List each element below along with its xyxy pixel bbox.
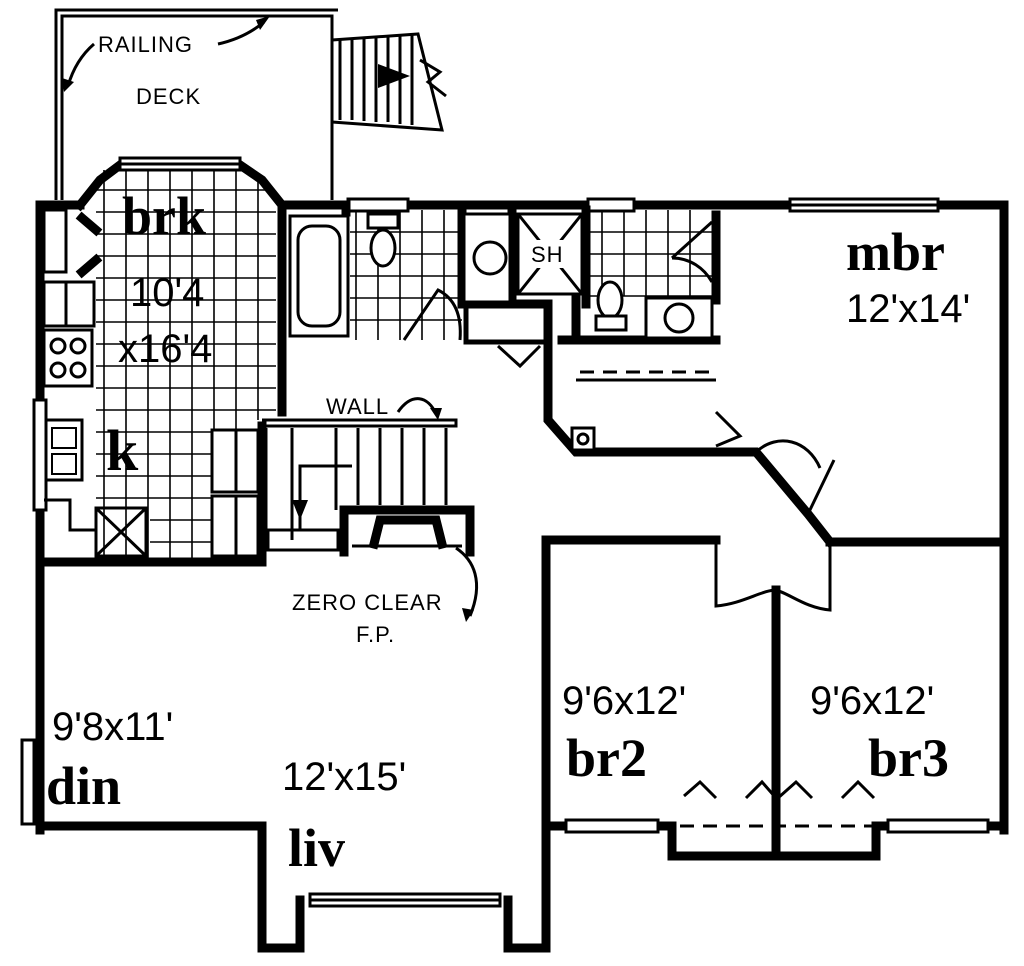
room-name-din: din — [46, 756, 121, 816]
hall-details — [463, 303, 876, 828]
shower-label: SH — [531, 242, 564, 267]
room-dim-din: 9'8x11' — [52, 705, 173, 749]
deck: RAILING DECK — [54, 8, 447, 200]
room-name-k: k — [106, 418, 139, 483]
room-dim-br2: 9'6x12' — [562, 679, 686, 723]
interior-stairs: WALL — [264, 394, 448, 552]
room-name-liv: liv — [288, 818, 345, 878]
cooktop-icon — [42, 328, 94, 388]
room-dim-mbr: 12'x14' — [846, 287, 970, 331]
railing-label: RAILING — [98, 32, 193, 57]
room-dim-liv: 12'x15' — [282, 755, 406, 799]
interior-walls — [35, 200, 1009, 861]
fp-label: F.P. — [356, 622, 395, 647]
room-dim-brk-2: x16'4 — [118, 327, 212, 371]
master-toilet-icon — [594, 280, 628, 332]
bathtub-icon — [288, 214, 350, 338]
room-name-br3: br3 — [868, 728, 949, 788]
toilet-icon — [366, 212, 400, 268]
pantry-icon — [94, 506, 148, 558]
room-name-brk: brk — [122, 186, 206, 246]
zero-clear-label: ZERO CLEAR — [292, 590, 443, 615]
room-dim-brk-1: 10'4 — [130, 271, 204, 315]
room-name-br2: br2 — [566, 728, 647, 788]
master-sink-icon — [644, 296, 714, 340]
island-counter — [210, 428, 260, 558]
kitchen-tile-floor — [96, 165, 276, 560]
room-name-mbr: mbr — [846, 222, 945, 282]
stair-down-arrow-icon — [292, 500, 308, 520]
room-labels: brk 10'4 x16'4 k mbr 12'x14' 9'6x12' br2… — [46, 186, 970, 878]
sink-icon — [44, 418, 84, 482]
bath-fixtures: SH — [288, 212, 714, 341]
stair-arrow-icon — [378, 64, 410, 88]
deck-stairs — [331, 32, 447, 132]
shower-icon: SH — [516, 212, 584, 296]
kitchen-fixtures — [42, 208, 260, 558]
wall-label: WALL — [326, 394, 389, 419]
room-dim-br3: 9'6x12' — [810, 679, 934, 723]
vanity-sink-icon — [462, 212, 512, 304]
fireplace: ZERO CLEAR F.P. — [292, 515, 479, 647]
deck-label: DECK — [136, 84, 201, 109]
bath-tile-floor — [350, 210, 712, 340]
